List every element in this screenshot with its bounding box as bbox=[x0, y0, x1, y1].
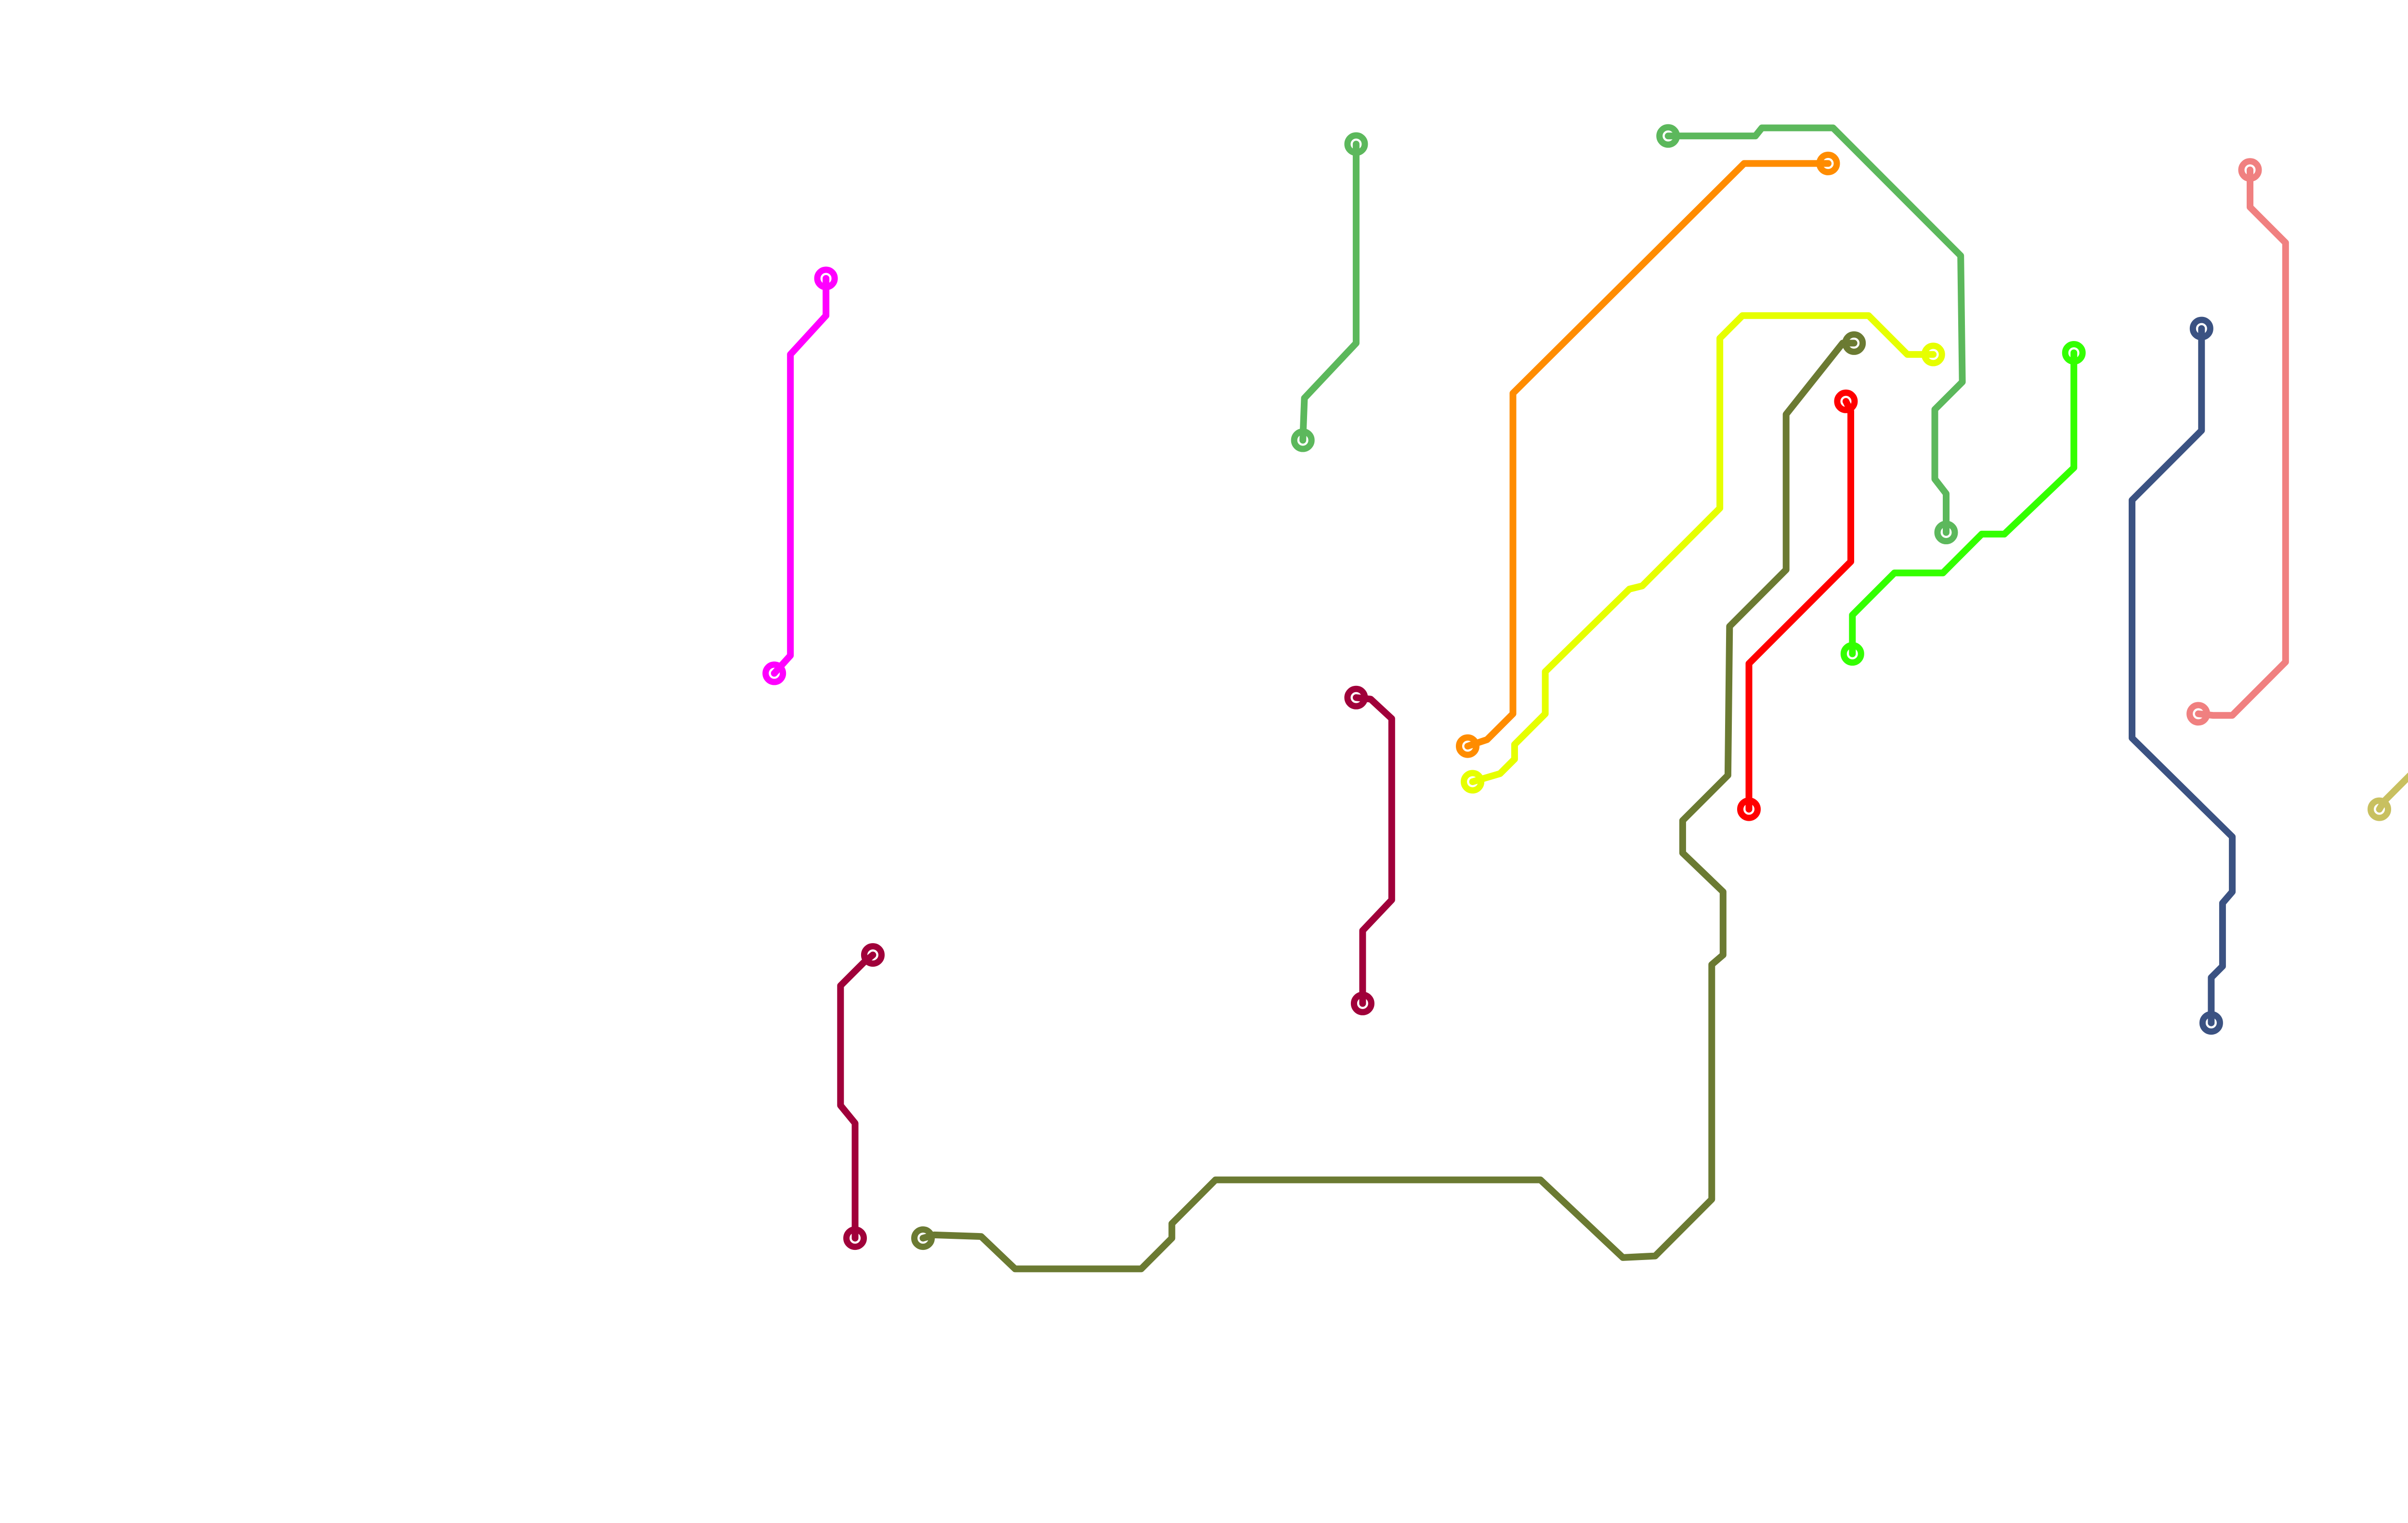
trace-navy bbox=[2129, 325, 2236, 1026]
pad-crimson-left-start bbox=[861, 943, 885, 967]
trace-green-short bbox=[1299, 141, 1360, 444]
pad-red-start bbox=[1834, 389, 1858, 413]
pad-magenta-start bbox=[814, 266, 838, 290]
pad-olive-start bbox=[1842, 331, 1866, 355]
pad-salmon-end bbox=[2186, 702, 2211, 726]
trace-red bbox=[1745, 398, 1854, 813]
pad-navy-start bbox=[2189, 316, 2213, 341]
pad-lime-end bbox=[1840, 642, 1864, 666]
pad-khaki-end bbox=[2368, 797, 2391, 821]
trace-group bbox=[762, 124, 2408, 1273]
pad-crimson-mid-end bbox=[1350, 991, 1374, 1015]
trace-green-long bbox=[1664, 124, 1966, 536]
pad-green-long-end bbox=[1934, 521, 1958, 544]
pad-olive-end bbox=[911, 1226, 935, 1250]
trace-orange bbox=[1464, 160, 1832, 750]
pad-yellow-start bbox=[1921, 342, 1945, 367]
pad-magenta-end bbox=[762, 661, 786, 685]
pad-yellow-end bbox=[1461, 770, 1485, 794]
trace-crimson-left bbox=[837, 951, 877, 1242]
pad-green-short-start bbox=[1344, 132, 1368, 156]
trace-lime bbox=[1849, 349, 2078, 657]
pad-green-long-start bbox=[1656, 124, 1680, 148]
trace-olive bbox=[919, 340, 1858, 1273]
pad-crimson-mid-start bbox=[1344, 685, 1368, 709]
trace-khaki bbox=[2376, 772, 2408, 813]
pad-green-short-end bbox=[1291, 428, 1315, 452]
trace-yellow bbox=[1469, 312, 1937, 785]
pad-crimson-left-end bbox=[843, 1226, 867, 1250]
trace-salmon bbox=[2195, 166, 2289, 719]
trace-magenta bbox=[771, 275, 830, 677]
pad-orange-start bbox=[1816, 151, 1840, 175]
pad-orange-end bbox=[1456, 734, 1479, 758]
trace-crimson-mid bbox=[1352, 694, 1395, 1007]
pad-salmon-start bbox=[2238, 158, 2262, 182]
pad-navy-end bbox=[2199, 1011, 2223, 1035]
pad-red-end bbox=[1737, 797, 1761, 821]
pad-lime-start bbox=[2062, 341, 2086, 365]
